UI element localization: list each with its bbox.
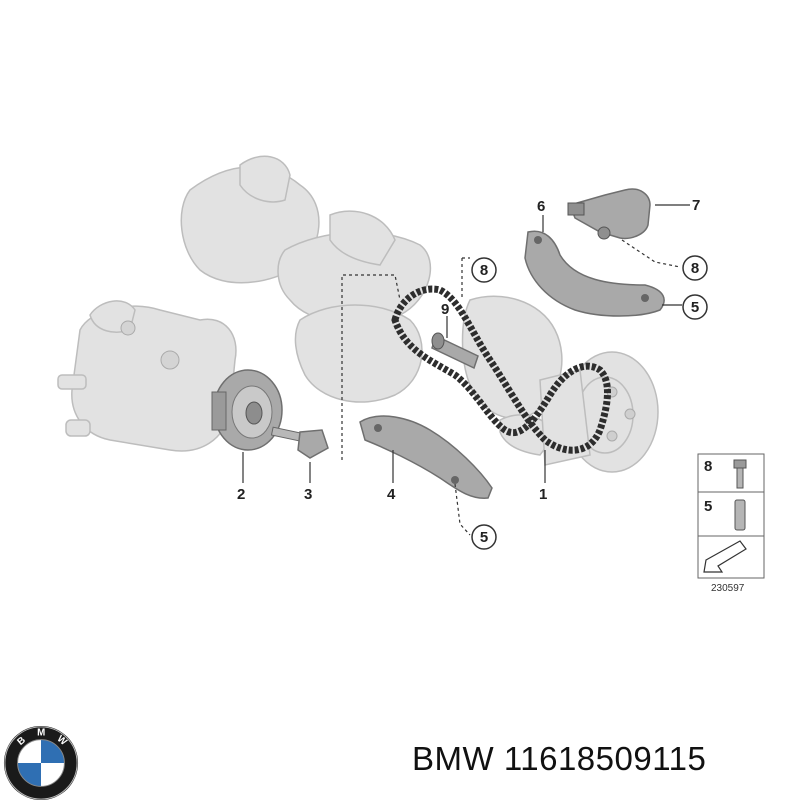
- callout-8a: 8: [480, 262, 488, 279]
- callout-4: 4: [387, 486, 396, 503]
- tensioner-rail: [524, 230, 665, 317]
- drawing-number: 230597: [711, 583, 745, 594]
- timing-chain: [391, 285, 611, 454]
- pump-housing: [57, 300, 237, 452]
- sprocket: [211, 369, 283, 451]
- legend-row-8: 8: [704, 458, 712, 475]
- callout-3: 3: [304, 486, 312, 503]
- sleeve-icon: [734, 499, 746, 531]
- callout-2: 2: [237, 486, 245, 503]
- callout-9: 9: [441, 301, 449, 318]
- leader-lines: [242, 204, 690, 536]
- bolt-icon: [733, 459, 747, 489]
- callout-8b-circle: [682, 255, 708, 281]
- callout-7: 7: [692, 197, 700, 214]
- legend-box: 8 5 230597: [697, 453, 765, 594]
- callout-5a: 5: [691, 299, 699, 316]
- brand-name: BMW: [412, 740, 495, 777]
- callout-8a-circle: [471, 257, 497, 283]
- bolt: [270, 426, 329, 459]
- callout-1: 1: [539, 486, 547, 503]
- svg-text:M: M: [37, 728, 45, 739]
- callouts: 1 2 3 4 6 7 9 8 8 5 5: [237, 197, 708, 550]
- guide-rail: [359, 415, 493, 499]
- callout-8b: 8: [691, 260, 699, 277]
- bearing-pin: [431, 332, 479, 370]
- chain-tensioner: [567, 188, 651, 240]
- part-number: 11618509115: [503, 740, 707, 777]
- callout-5b-circle: [471, 524, 497, 550]
- legend-row-5: 5: [704, 498, 712, 515]
- bmw-logo: B M W: [3, 725, 79, 801]
- arrow-icon: [703, 540, 747, 573]
- part-caption: BMW 11618509115: [412, 740, 706, 778]
- callout-5b: 5: [480, 529, 488, 546]
- callout-5a-circle: [682, 294, 708, 320]
- callout-6: 6: [537, 198, 545, 215]
